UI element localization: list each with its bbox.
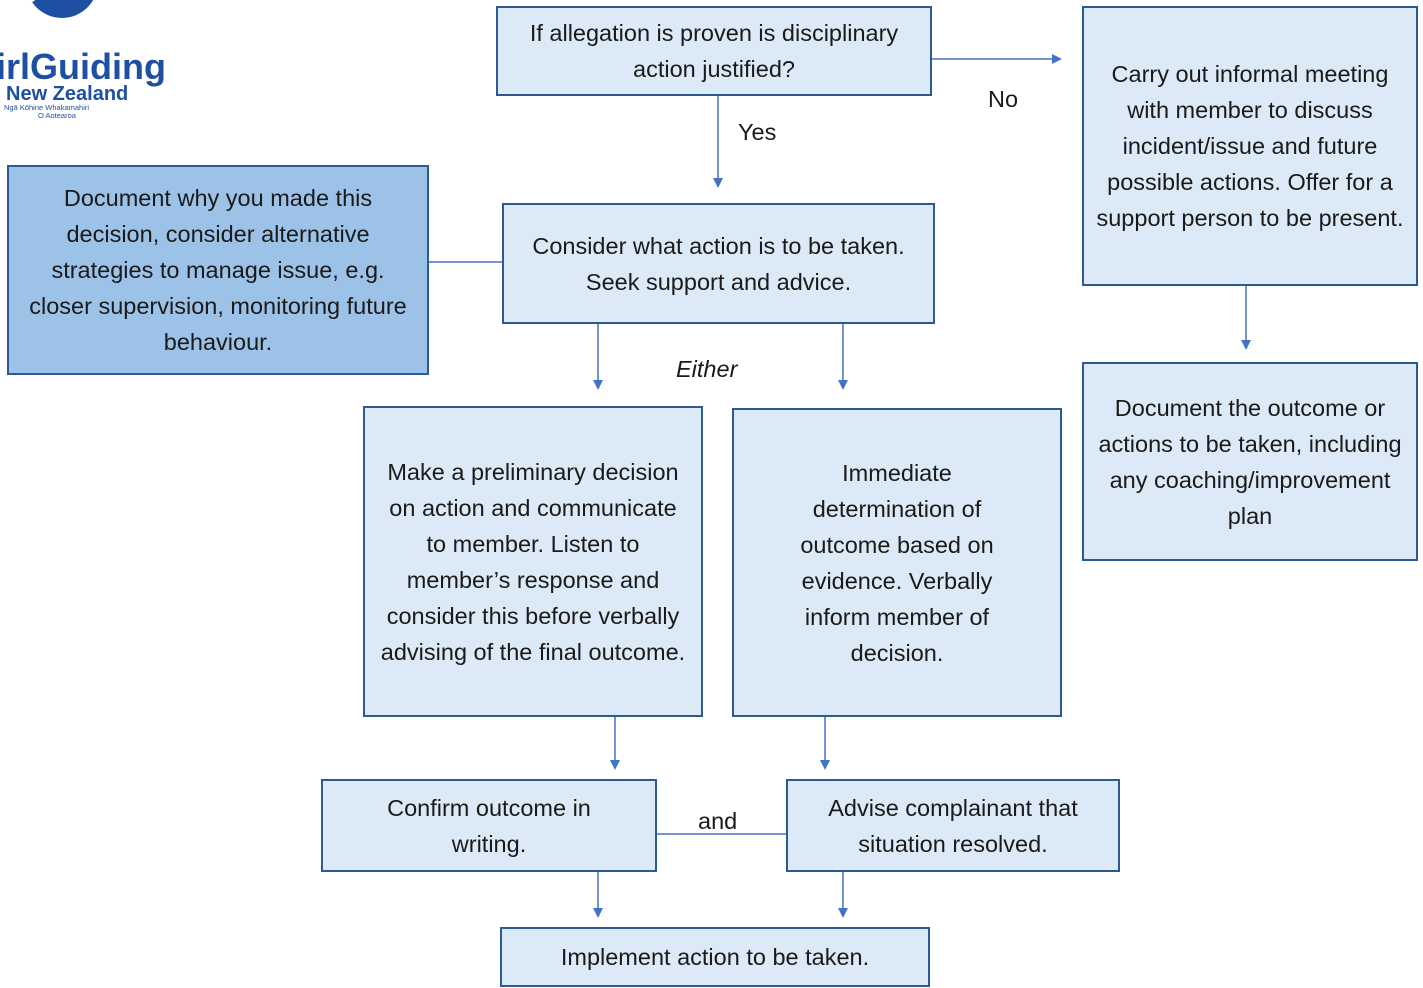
no-label: No bbox=[988, 86, 1019, 112]
logo-maori-line-2: O Aotearoa bbox=[38, 111, 77, 120]
logo-wordmark: irlGuiding bbox=[0, 46, 165, 87]
confirm-outcome-box: Confirm outcome in writing. bbox=[321, 779, 657, 872]
consider-action-box: Consider what action is to be taken. See… bbox=[502, 203, 935, 324]
immediate-determination-box: Immediate determination of outcome based… bbox=[732, 408, 1062, 717]
informal-meeting-box: Carry out informal meeting with member t… bbox=[1082, 6, 1418, 286]
document-outcome-box: Document the outcome or actions to be ta… bbox=[1082, 362, 1418, 561]
either-label: Either bbox=[676, 356, 738, 382]
logo-maori-line: Ngā Kōhine Whakamahiri bbox=[4, 103, 89, 112]
girlguiding-logo: ɞ irlGuiding New Zealand Ngā Kōhine Whak… bbox=[0, 0, 165, 120]
document-decision-box: Document why you made this decision, con… bbox=[7, 165, 429, 375]
logo-subtitle: New Zealand bbox=[6, 83, 128, 105]
preliminary-decision-box: Make a preliminary decision on action an… bbox=[363, 406, 703, 717]
logo-emblem-icon bbox=[30, 0, 94, 18]
yes-label: Yes bbox=[738, 119, 777, 145]
implement-action-box: Implement action to be taken. bbox=[500, 927, 930, 987]
allegation-decision-box: If allegation is proven is disciplinary … bbox=[496, 6, 932, 96]
svg-text:ɞ: ɞ bbox=[20, 0, 37, 9]
advise-complainant-box: Advise complainant that situation resolv… bbox=[786, 779, 1120, 872]
and-label: and bbox=[698, 808, 738, 834]
